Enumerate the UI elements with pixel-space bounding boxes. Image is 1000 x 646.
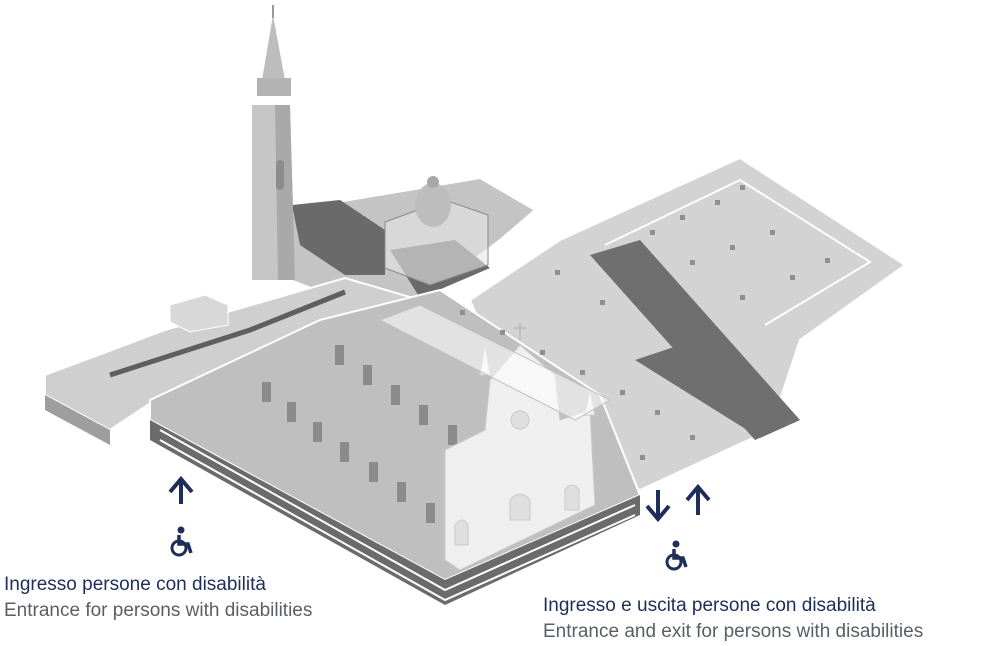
columns bbox=[262, 345, 457, 523]
bollards bbox=[460, 185, 830, 460]
right-caption-italian: Ingresso e uscita persone con disabilità bbox=[543, 595, 876, 616]
dome-lantern bbox=[427, 176, 439, 188]
plaza-band-2 bbox=[635, 345, 800, 438]
left-entrance-marker[interactable] bbox=[166, 474, 196, 569]
right-caption-english: Entrance and exit for persons with disab… bbox=[543, 621, 924, 642]
bell-tower-belfry bbox=[257, 78, 291, 96]
column bbox=[391, 385, 400, 405]
left-caption: Ingresso persone con disabilità Entrance… bbox=[4, 572, 312, 624]
left-caption-english: Entrance for persons with disabilities bbox=[4, 600, 313, 621]
right-entrance-exit-marker[interactable] bbox=[643, 482, 723, 527]
dome bbox=[415, 183, 451, 227]
column bbox=[448, 425, 457, 445]
wheelchair-icon bbox=[663, 540, 693, 577]
right-caption: Ingresso e uscita persone con disabilità… bbox=[543, 593, 923, 645]
column bbox=[335, 345, 344, 365]
column bbox=[419, 405, 428, 425]
north-wing-dark bbox=[292, 200, 385, 275]
column bbox=[313, 422, 322, 442]
step-line-2 bbox=[159, 439, 636, 602]
west-pavilion bbox=[169, 294, 229, 333]
west-platform-rail bbox=[109, 289, 346, 378]
wheelchair-icon bbox=[168, 526, 198, 563]
bell-tower-window bbox=[276, 160, 284, 190]
west-platform-base bbox=[45, 395, 110, 445]
bell-tower-side bbox=[275, 105, 295, 280]
column bbox=[340, 442, 349, 462]
column bbox=[363, 365, 372, 385]
arrow-up-icon bbox=[685, 483, 711, 515]
arrow-down-icon bbox=[645, 490, 671, 523]
step-line-1 bbox=[159, 429, 636, 592]
glass-connector bbox=[378, 304, 612, 421]
courtyard-steps bbox=[150, 420, 640, 605]
column bbox=[369, 462, 378, 482]
left-caption-italian: Ingresso persone con disabilità bbox=[4, 574, 266, 595]
column bbox=[262, 382, 271, 402]
arrow-up-icon bbox=[168, 475, 194, 504]
bell-tower-spire bbox=[262, 15, 285, 80]
plaza-outline bbox=[604, 178, 872, 326]
column bbox=[397, 482, 406, 502]
column bbox=[287, 402, 296, 422]
column bbox=[426, 503, 435, 523]
